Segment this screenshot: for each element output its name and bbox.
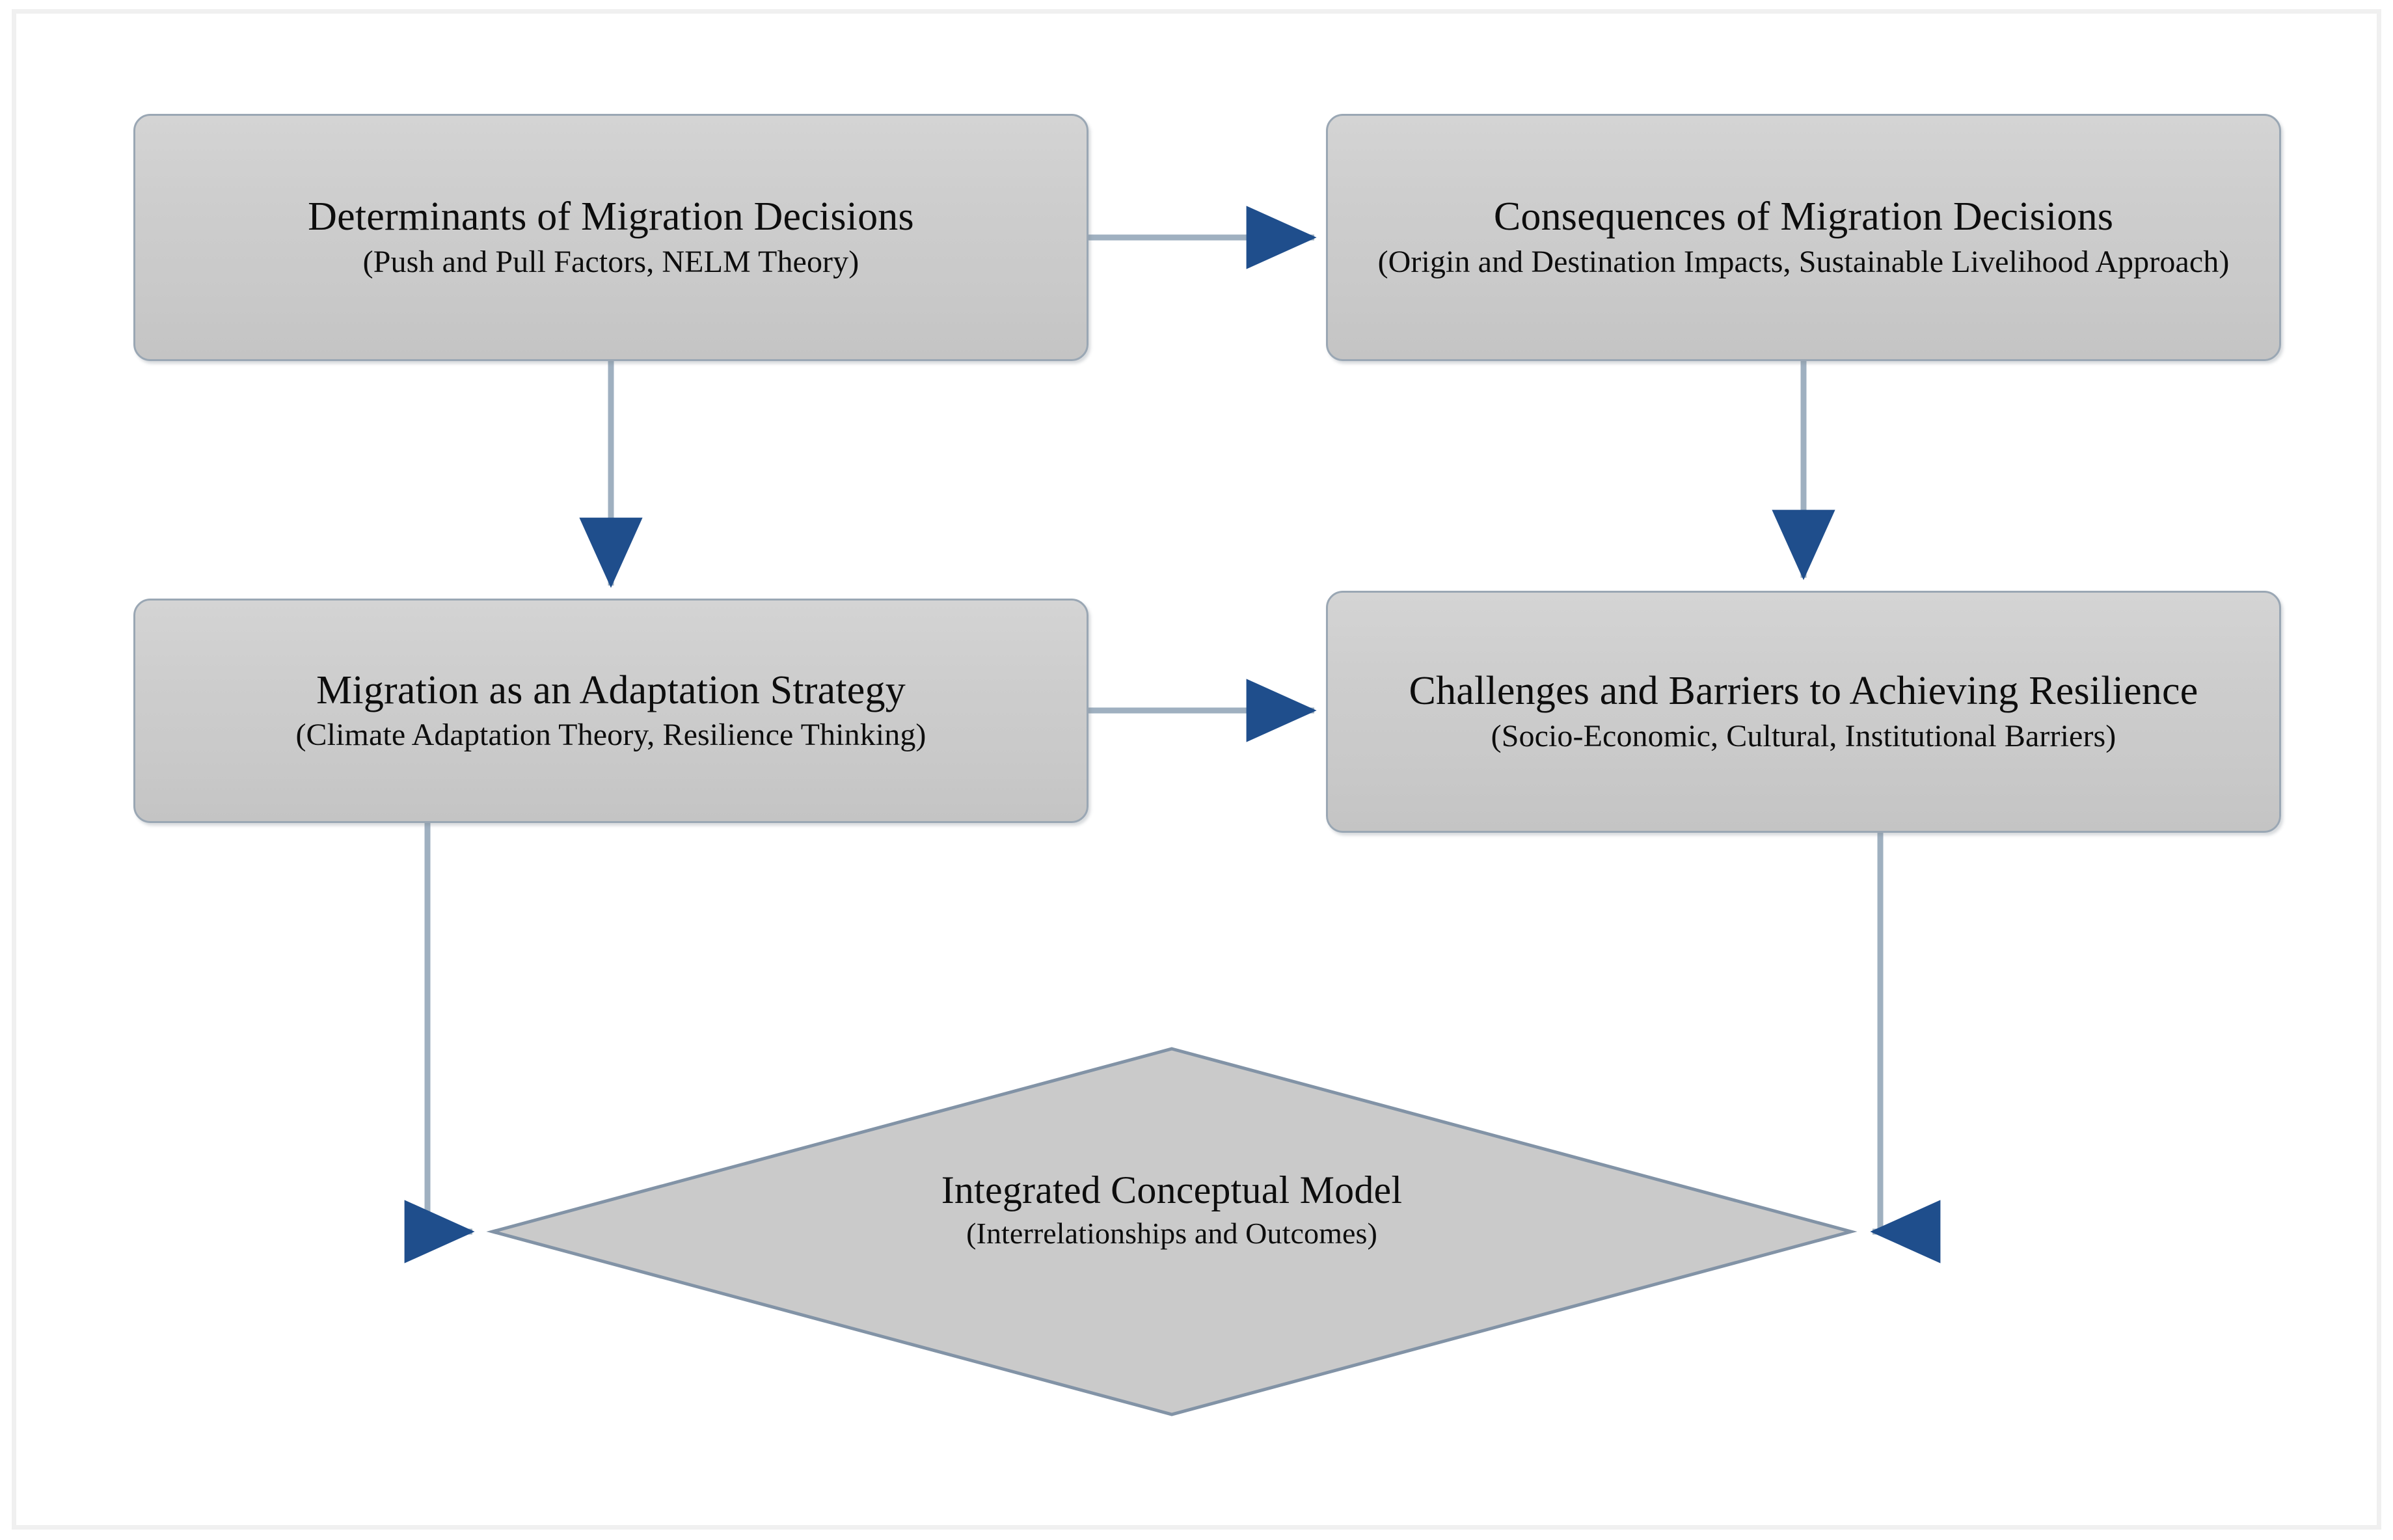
node-integrated-model-subtitle: (Interrelationships and Outcomes): [966, 1217, 1377, 1250]
node-determinants-subtitle: (Push and Pull Factors, NELM Theory): [362, 244, 859, 279]
node-integrated-model-shape: [486, 1047, 1858, 1416]
node-integrated-conceptual-model[interactable]: Integrated Conceptual Model (Interrelati…: [491, 1047, 1852, 1417]
node-integrated-model-label: Integrated Conceptual Model (Interrelati…: [491, 1169, 1852, 1251]
node-integrated-model-title: Integrated Conceptual Model: [941, 1169, 1403, 1211]
node-consequences-subtitle: (Origin and Destination Impacts, Sustain…: [1377, 244, 2230, 279]
node-consequences-of-migration-decisions[interactable]: Consequences of Migration Decisions (Ori…: [1326, 114, 2281, 361]
node-determinants-title: Determinants of Migration Decisions: [308, 195, 914, 239]
node-adaptation-title: Migration as an Adaptation Strategy: [316, 668, 906, 712]
node-challenges-and-barriers-to-achieving-resilience[interactable]: Challenges and Barriers to Achieving Res…: [1326, 591, 2281, 833]
node-adaptation-subtitle: (Climate Adaptation Theory, Resilience T…: [295, 718, 926, 753]
edge-adaptation-to-integrated-model: [404, 823, 475, 1263]
node-determinants-of-migration-decisions[interactable]: Determinants of Migration Decisions (Pus…: [133, 114, 1088, 361]
node-migration-as-an-adaptation-strategy[interactable]: Migration as an Adaptation Strategy (Cli…: [133, 599, 1088, 823]
node-challenges-title: Challenges and Barriers to Achieving Res…: [1409, 669, 2198, 714]
node-consequences-title: Consequences of Migration Decisions: [1493, 195, 2114, 239]
node-challenges-subtitle: (Socio-Economic, Cultural, Institutional…: [1491, 718, 2116, 753]
edge-challenges-to-integrated-model: [1870, 833, 1941, 1263]
